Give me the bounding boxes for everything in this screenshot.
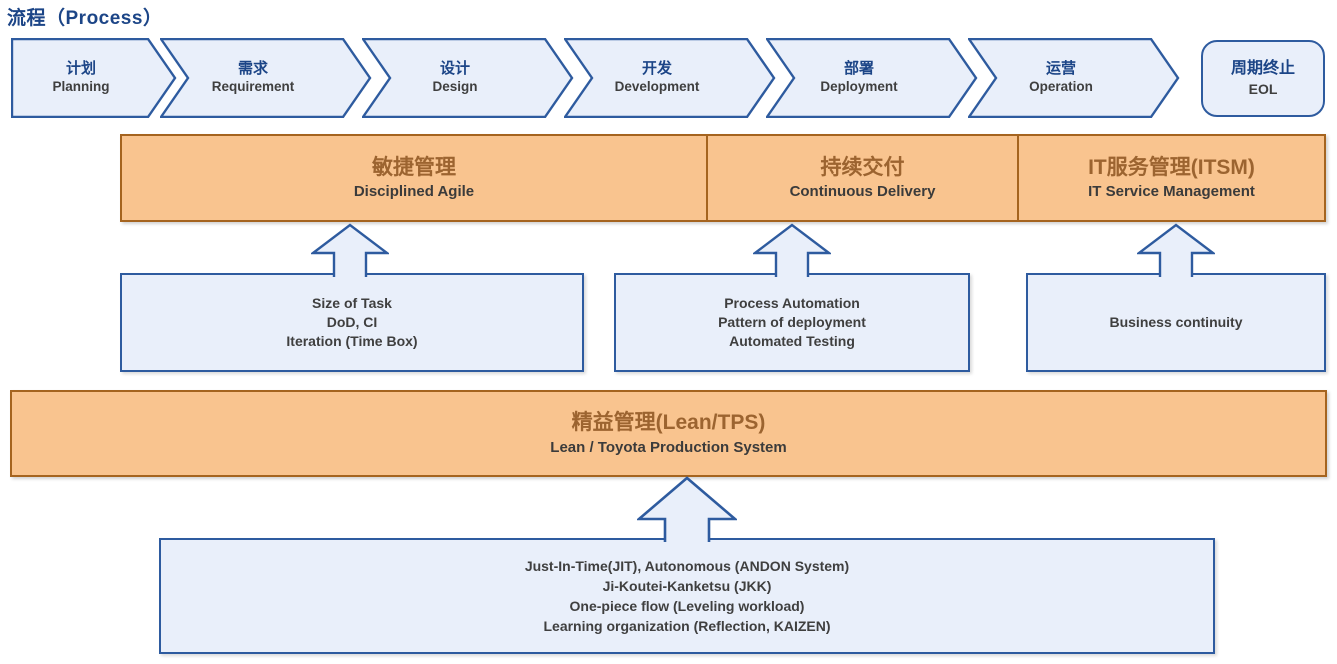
step-label-zh: 开发 [641, 60, 672, 78]
method-label-en: IT Service Management [1088, 183, 1255, 201]
lean-label-en: Lean / Toyota Production System [550, 438, 787, 456]
step-label-zh: 部署 [843, 60, 874, 78]
practice-box-agile: Size of Task DoD, CI Iteration (Time Box… [120, 273, 584, 372]
process-step-requirement: 需求 Requirement [160, 38, 372, 118]
practice-line: One-piece flow (Leveling workload) [569, 598, 805, 614]
method-label-zh: 持续交付 [820, 155, 905, 179]
step-label-zh: 计划 [65, 60, 96, 78]
method-label-en: Disciplined Agile [353, 183, 475, 201]
method-bar: 敏捷管理 Disciplined Agile 持续交付 Continuous D… [120, 134, 1326, 222]
method-label-zh: IT服务管理(ITSM) [1088, 155, 1255, 179]
practice-line: Size of Task [312, 295, 392, 311]
practice-line: Automated Testing [729, 333, 855, 349]
process-step-development: 开发 Development [564, 38, 776, 118]
up-arrow-icon [637, 476, 737, 542]
step-label-zh: 设计 [439, 60, 470, 78]
method-segment-continuous-delivery: 持续交付 Continuous Delivery [708, 136, 1017, 220]
eol-label-zh: 周期终止 [1230, 60, 1295, 77]
step-label-en: Planning [52, 78, 110, 94]
process-step-planning: 计划 Planning [11, 38, 177, 118]
eol-label-en: EOL [1248, 80, 1278, 97]
step-label-en: Operation [1029, 78, 1093, 94]
method-label-en: Continuous Delivery [789, 183, 936, 201]
practice-line: Process Automation [724, 295, 860, 311]
process-step-deployment: 部署 Deployment [766, 38, 978, 118]
practice-box-continuous-delivery: Process Automation Pattern of deployment… [614, 273, 970, 372]
chevron-shape-icon [160, 38, 372, 118]
practice-line: Just-In-Time(JIT), Autonomous (ANDON Sys… [524, 558, 850, 574]
practice-line: DoD, CI [326, 314, 378, 330]
practice-line: Ji-Koutei-Kanketsu (JKK) [602, 578, 772, 594]
lean-practices-box: Just-In-Time(JIT), Autonomous (ANDON Sys… [159, 538, 1215, 654]
up-arrow-icon [311, 223, 389, 277]
chevron-shape-icon [766, 38, 978, 118]
practice-line: Business continuity [1109, 314, 1243, 330]
practice-line: Learning organization (Reflection, KAIZE… [543, 618, 831, 634]
step-label-en: Requirement [211, 78, 295, 94]
step-label-en: Design [432, 78, 478, 94]
step-label-en: Development [614, 78, 700, 94]
page-title: 流程（Process） [7, 8, 163, 29]
segment-divider [1017, 136, 1019, 220]
chevron-shape-icon [968, 38, 1180, 118]
method-label-zh: 敏捷管理 [372, 155, 456, 179]
step-label-zh: 运营 [1045, 60, 1076, 78]
step-label-en: Deployment [820, 78, 898, 94]
lean-label-zh: 精益管理(Lean/TPS) [571, 411, 766, 435]
segment-divider [706, 136, 708, 220]
chevron-shape-icon [362, 38, 574, 118]
chevron-shape-icon [564, 38, 776, 118]
method-segment-agile: 敏捷管理 Disciplined Agile [122, 136, 706, 220]
method-segment-itsm: IT服务管理(ITSM) IT Service Management [1019, 136, 1324, 220]
lean-bar: 精益管理(Lean/TPS) Lean / Toyota Production … [10, 390, 1327, 477]
practice-line: Pattern of deployment [718, 314, 866, 330]
practice-line: Iteration (Time Box) [286, 333, 418, 349]
eol-box: 周期终止 EOL [1201, 40, 1325, 117]
process-step-design: 设计 Design [362, 38, 574, 118]
step-label-zh: 需求 [237, 60, 268, 78]
process-step-operation: 运营 Operation [968, 38, 1180, 118]
chevron-shape-icon [11, 38, 177, 118]
practice-box-itsm: Business continuity [1026, 273, 1326, 372]
up-arrow-icon [1137, 223, 1215, 277]
up-arrow-icon [753, 223, 831, 277]
